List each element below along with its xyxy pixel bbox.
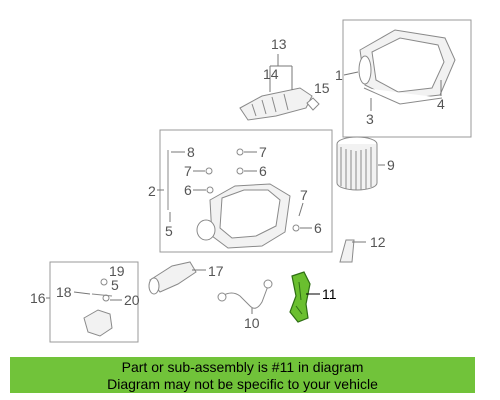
callout-20: 20 [124,292,140,308]
callout-6a: 6 [184,182,192,198]
callout-3: 3 [366,111,374,127]
callout-6b: 6 [259,163,267,179]
clamp-part[interactable] [306,97,320,111]
callout-10: 10 [244,315,260,331]
callout-5b: 5 [111,277,119,293]
caption-line-1: Part or sub-assembly is #11 in diagram [121,359,364,375]
caption-line-2: Diagram may not be specific to your vehi… [107,376,378,392]
callout-7c: 7 [300,187,308,203]
callout-4: 4 [437,96,445,112]
resonator-box [49,261,139,343]
callout-9: 9 [387,157,395,173]
bracket-12-part[interactable] [339,239,355,263]
hose-17-part[interactable] [148,261,197,295]
callout-7b: 7 [259,144,267,160]
highlighted-bracket-part-11[interactable] [289,271,311,323]
callout-2: 2 [148,183,156,199]
callout-12: 12 [370,234,386,250]
intake-duct-part[interactable] [239,87,313,121]
callout-19: 19 [109,263,125,279]
air-cleaner-case-part[interactable] [167,150,291,249]
air-filter-part[interactable] [336,136,378,191]
callout-13: 13 [271,36,287,52]
callout-6c: 6 [314,220,322,236]
callout-1: 1 [335,67,343,83]
callout-5a: 5 [165,223,173,239]
callout-14: 14 [263,66,279,82]
air-cleaner-cover-part[interactable] [358,29,456,105]
callout-7a: 7 [184,163,192,179]
hose-10-part[interactable] [217,279,273,309]
callout-17: 17 [208,263,224,279]
callout-18: 18 [56,284,72,300]
air-cleaner-case-box [159,129,333,253]
caption-banner: Part or sub-assembly is #11 in diagram D… [10,357,475,393]
callout-15: 15 [314,80,330,96]
callout-8: 8 [187,144,195,160]
air-cleaner-cover-box [342,19,472,138]
callout-11: 11 [322,286,337,302]
resonator-part[interactable] [83,278,113,337]
callout-16: 16 [30,290,46,306]
